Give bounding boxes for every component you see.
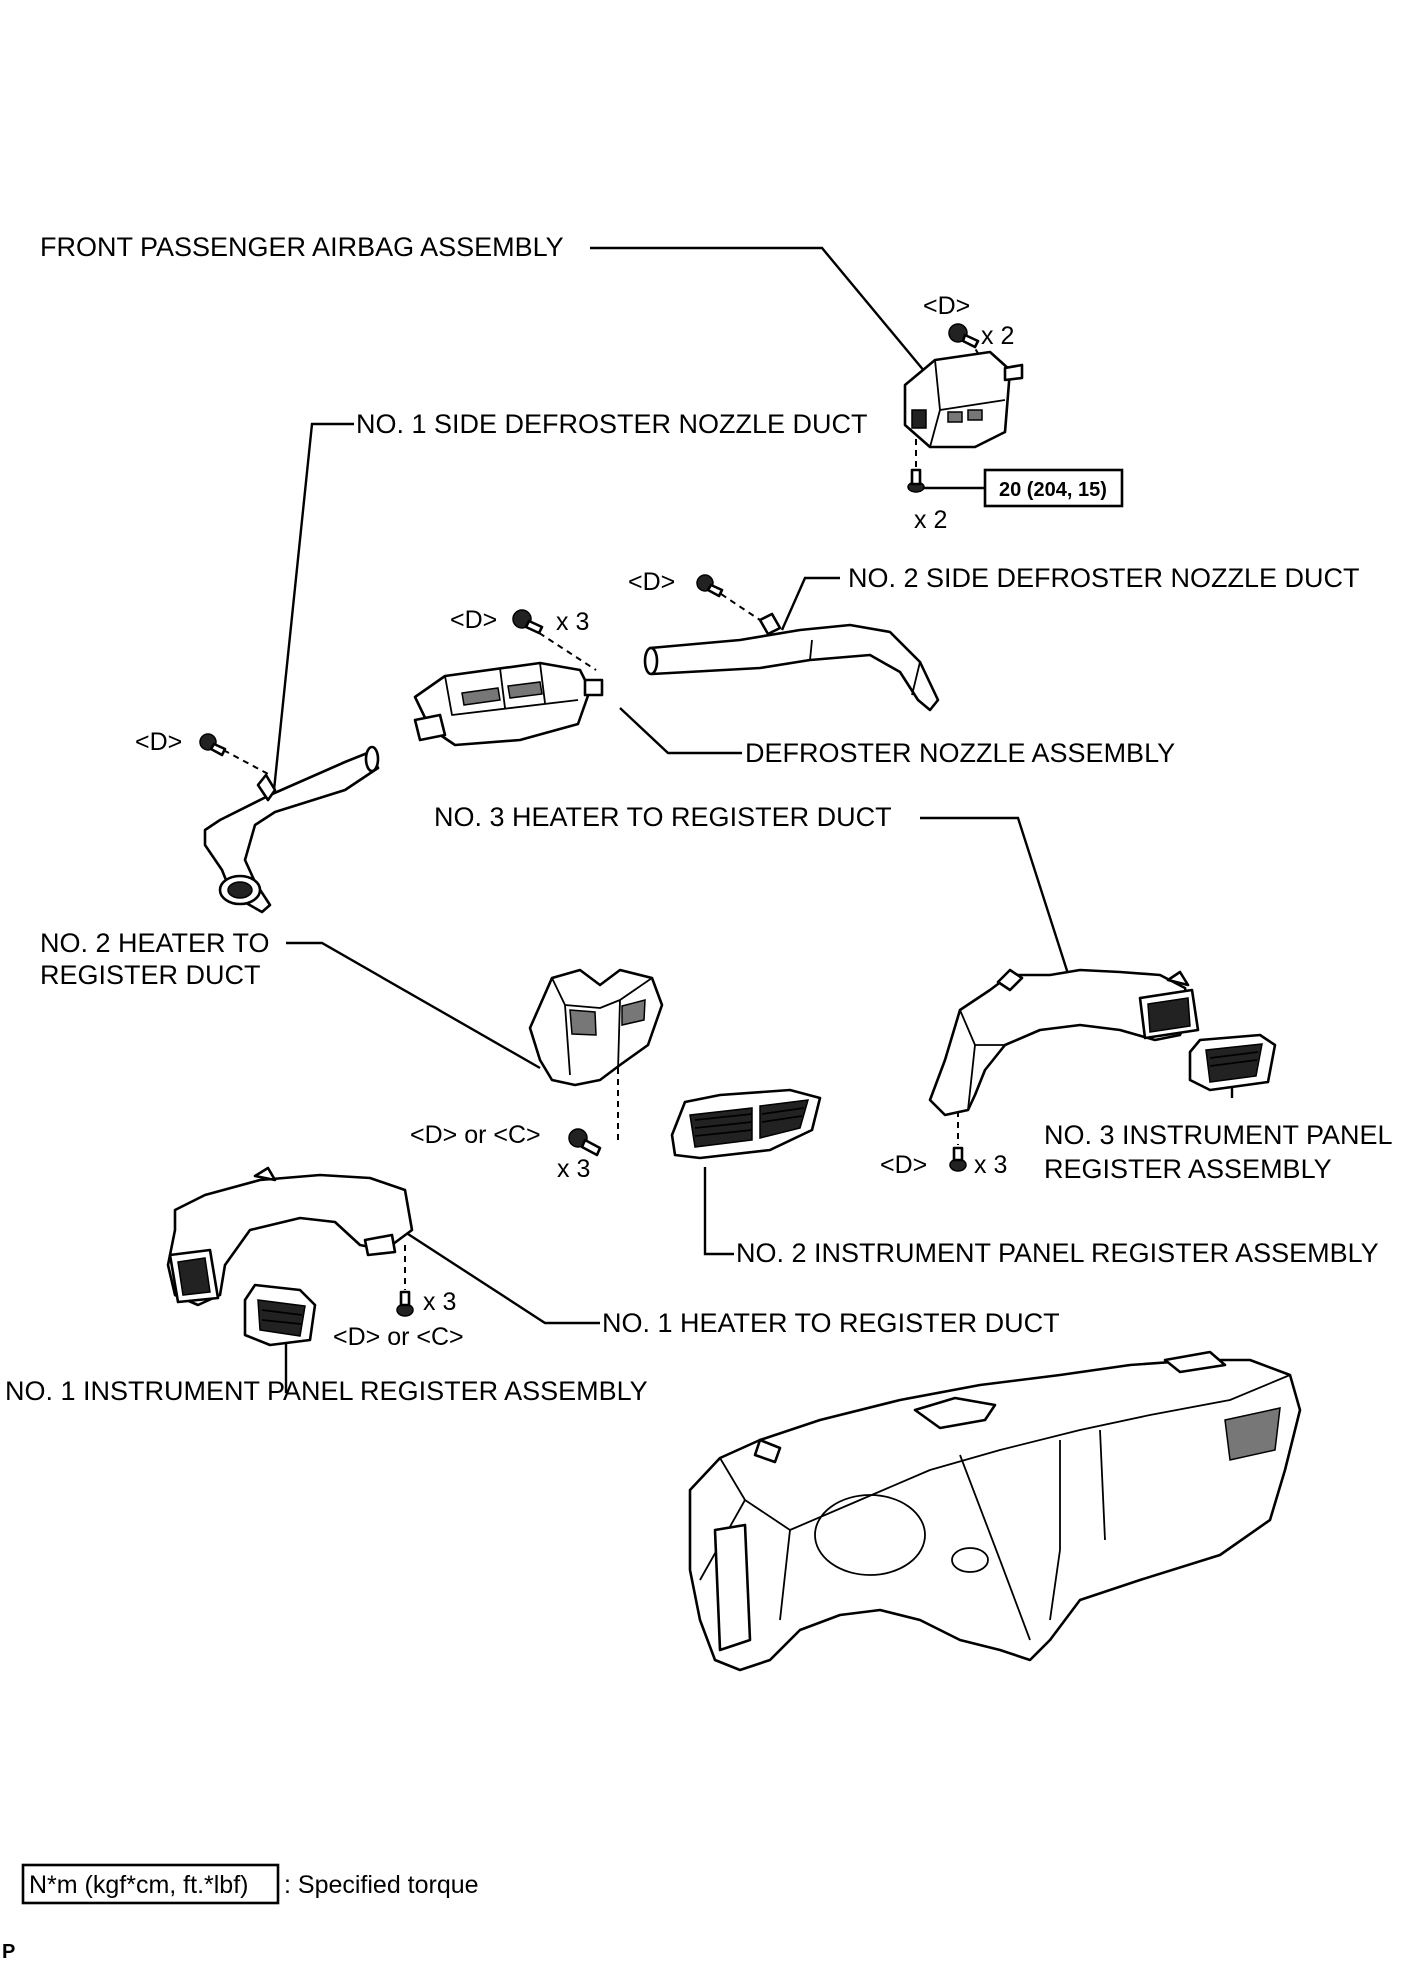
no3-heater-duct-leader <box>920 816 1072 981</box>
no3-heater-duct-part <box>928 968 1200 1117</box>
no2-heater-duct-part <box>528 968 664 1087</box>
fastener-labels: <D> x 2 x 2 <D> <D> x 3 <D> <D> or <C> x… <box>135 292 1014 1351</box>
no1-register-label: NO. 1 INSTRUMENT PANEL REGISTER ASSEMBLY <box>5 1376 648 1406</box>
no3-register-label-line1: NO. 3 INSTRUMENT PANEL <box>1044 1120 1393 1150</box>
no2-side-defroster-label: NO. 2 SIDE DEFROSTER NOZZLE DUCT <box>848 563 1360 593</box>
side-defroster2-code: <D> <box>628 568 675 596</box>
no1-heater-duct-label: NO. 1 HEATER TO REGISTER DUCT <box>602 1308 1060 1338</box>
defroster-code: <D> <box>450 606 497 634</box>
no1-side-defroster-leader <box>272 422 354 791</box>
no1-register-part <box>243 1283 317 1347</box>
no1-side-defroster-duct-part <box>203 745 380 914</box>
defroster-qty: x 3 <box>556 608 589 636</box>
no2-duct-code: <D> or <C> <box>410 1121 541 1149</box>
airbag-bottom-qty: x 2 <box>914 506 947 534</box>
part-labels: FRONT PASSENGER AIRBAG ASSEMBLY NO. 1 SI… <box>5 232 1393 1406</box>
no1-duct-code: <D> or <C> <box>333 1323 464 1351</box>
no1-side-defroster-label: NO. 1 SIDE DEFROSTER NOZZLE DUCT <box>356 409 868 439</box>
no2-heater-duct-label-line2: REGISTER DUCT <box>40 960 261 990</box>
no3-register-part <box>1188 1033 1277 1092</box>
no2-duct-qty: x 3 <box>557 1155 590 1183</box>
legend-unit-box-text: N*m (kgf*cm, ft.*lbf) <box>29 1871 248 1899</box>
no2-register-leader <box>703 1167 734 1256</box>
defroster-nozzle-label: DEFROSTER NOZZLE ASSEMBLY <box>745 738 1175 768</box>
no2-register-label: NO. 2 INSTRUMENT PANEL REGISTER ASSEMBLY <box>736 1238 1379 1268</box>
torque-value: 20 (204, 15) <box>999 479 1107 501</box>
no1-duct-bolt-icon <box>396 1290 414 1317</box>
no3-duct-qty: x 3 <box>974 1151 1007 1179</box>
instrument-panel-part <box>688 1350 1302 1672</box>
no1-heater-duct-leader <box>407 1232 600 1325</box>
no1-heater-duct-part <box>166 1166 414 1307</box>
no3-register-label-line2: REGISTER ASSEMBLY <box>1044 1154 1332 1184</box>
airbag-bolt-bottom-icon <box>907 468 925 493</box>
no2-heater-duct-leader <box>286 941 541 1070</box>
figure-code: P <box>2 1941 15 1963</box>
front-passenger-airbag-part <box>903 350 1024 449</box>
no1-duct-qty: x 3 <box>423 1288 456 1316</box>
side-defroster2-bolt-icon <box>696 574 724 598</box>
side-defroster1-code: <D> <box>135 728 182 756</box>
no3-duct-code: <D> <box>880 1151 927 1179</box>
airbag-top-code: <D> <box>923 292 970 320</box>
front-passenger-airbag-label: FRONT PASSENGER AIRBAG ASSEMBLY <box>40 232 564 262</box>
defroster-nozzle-part <box>413 661 604 747</box>
no2-side-defroster-leader <box>780 576 840 631</box>
airbag-leader <box>590 246 926 373</box>
no2-duct-bolt-icon <box>568 1128 602 1157</box>
defroster-nozzle-leader <box>619 707 742 755</box>
legend-unit-description: : Specified torque <box>284 1871 479 1899</box>
torque-legend: N*m (kgf*cm, ft.*lbf) : Specified torque <box>21 1863 479 1905</box>
no3-duct-bolt-icon <box>949 1146 967 1172</box>
no2-side-defroster-duct-part <box>643 612 940 712</box>
no3-heater-duct-label: NO. 3 HEATER TO REGISTER DUCT <box>434 802 892 832</box>
airbag-bolt-top-icon <box>948 323 980 349</box>
torque-spec-box: 20 (204, 15) <box>983 468 1124 508</box>
no2-register-part <box>670 1088 822 1160</box>
no2-heater-duct-label-line1: NO. 2 HEATER TO <box>40 928 270 958</box>
side-defroster1-bolt-icon <box>199 733 227 757</box>
leader-lines <box>272 246 1234 1393</box>
defroster-bolt-icon <box>512 609 544 635</box>
airbag-top-qty: x 2 <box>981 322 1014 350</box>
